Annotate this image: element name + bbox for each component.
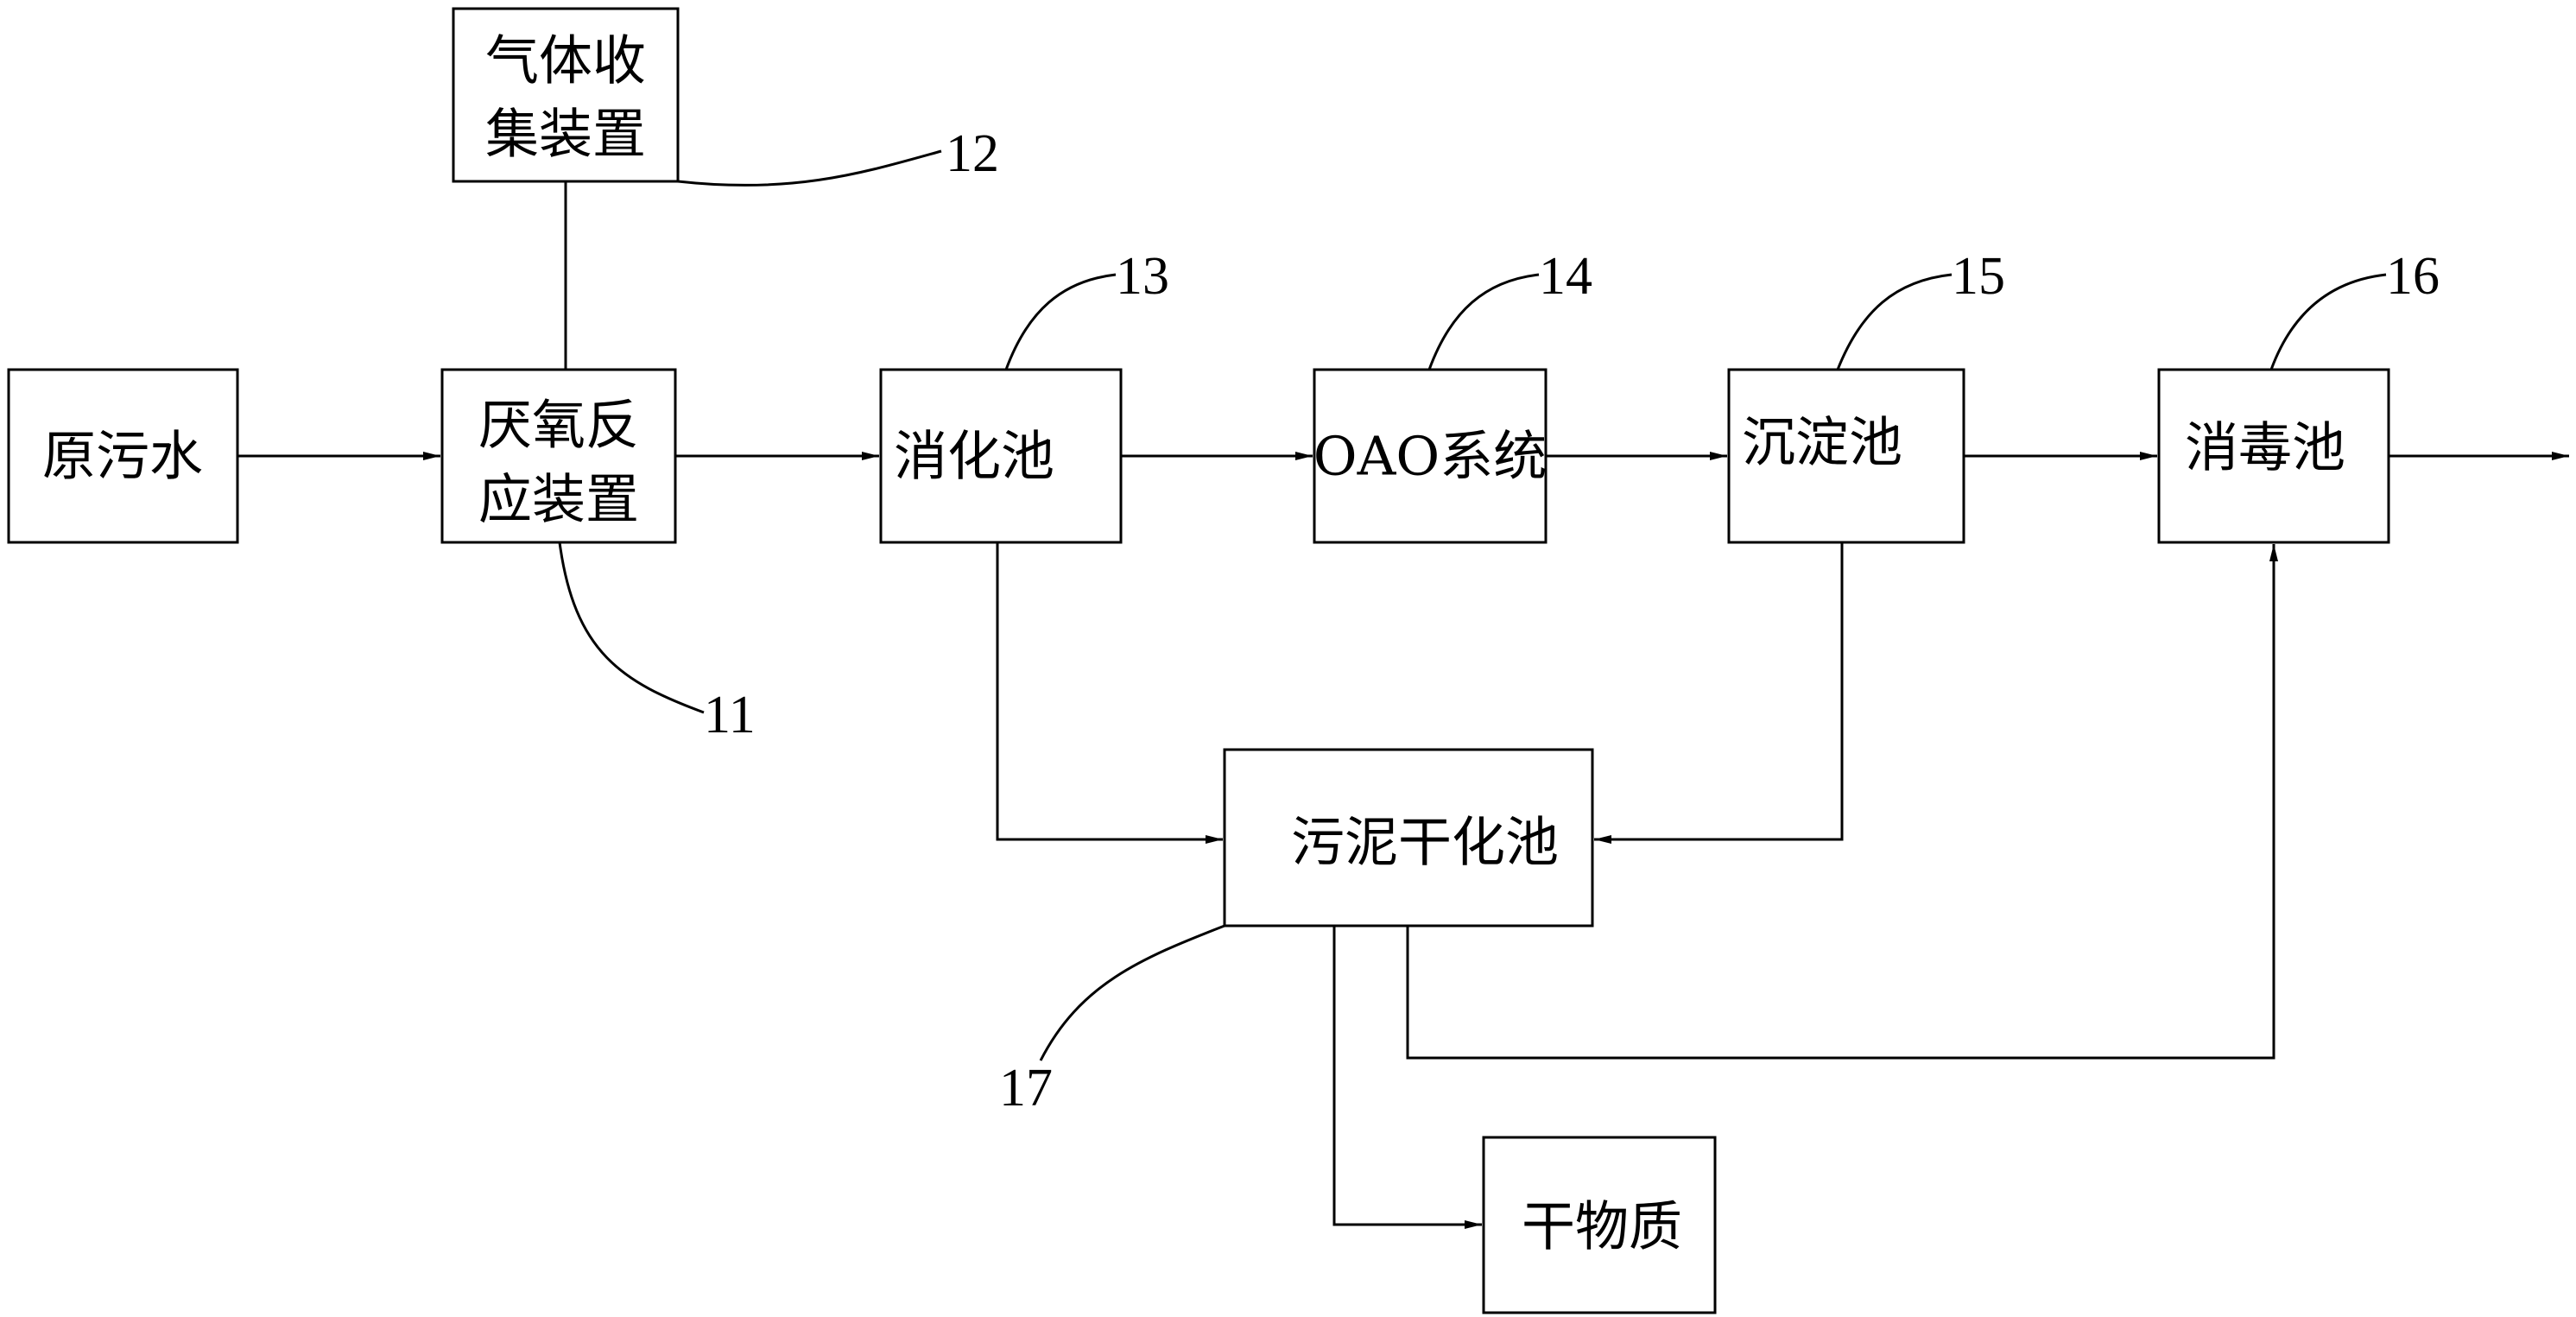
gas-collection-label-line2: 集装置: [485, 103, 646, 166]
anaerobic-reactor-label-line1: 厌氧反: [478, 394, 639, 457]
leader-12: [677, 149, 942, 187]
anaerobic-reactor-label-line2: 应装置: [478, 468, 639, 531]
leader-11: [558, 541, 705, 714]
oao-system-box: OAO系统: [1313, 368, 1547, 544]
gas-collection-label-line1: 气体收: [485, 29, 646, 92]
anaerobic-reactor-box: 厌氧反 应装置: [440, 368, 677, 544]
dry-matter-box: 干物质: [1482, 1136, 1717, 1314]
ref-number-16: 16: [2386, 247, 2440, 306]
disinfection-tank-box: 消毒池: [2157, 368, 2390, 544]
leader-13: [1004, 273, 1117, 370]
raw-sewage-box: 原污水: [7, 368, 239, 544]
gas-collection-box: 气体收 集装置: [452, 7, 680, 183]
ref-number-14: 14: [1539, 247, 1592, 306]
leader-14: [1427, 273, 1540, 370]
digestion-tank-box: 消化池: [879, 368, 1123, 544]
raw-sewage-label: 原污水: [42, 425, 203, 488]
arrow-sludge-drying-to-disinfection: [1406, 544, 2278, 1060]
arrow-digestion-to-sludge-drying: [996, 542, 1223, 844]
leader-15: [1836, 273, 1953, 370]
digestion-tank-label: 消化池: [894, 425, 1054, 488]
dry-matter-label: 干物质: [1522, 1195, 1682, 1258]
sludge-drying-tank-label: 污泥干化池: [1291, 811, 1559, 874]
sedimentation-tank-label: 沉淀池: [1742, 411, 1902, 474]
oao-system-label: OAO系统: [1313, 425, 1547, 488]
leader-17: [1039, 924, 1225, 1061]
leader-16: [2269, 273, 2387, 370]
ref-number-13: 13: [1116, 247, 1169, 306]
ref-number-11: 11: [704, 686, 756, 744]
ref-number-12: 12: [946, 124, 999, 183]
arrow-sludge-drying-to-dry-matter: [1332, 926, 1482, 1229]
ref-number-15: 15: [1952, 247, 2005, 306]
sedimentation-tank-box: 沉淀池: [1727, 368, 1965, 544]
disinfection-tank-label: 消毒池: [2185, 416, 2345, 479]
ref-number-17: 17: [999, 1059, 1053, 1118]
arrow-sedimentation-to-sludge-drying: [1594, 542, 1844, 844]
sludge-drying-tank-box: 污泥干化池: [1223, 748, 1594, 928]
